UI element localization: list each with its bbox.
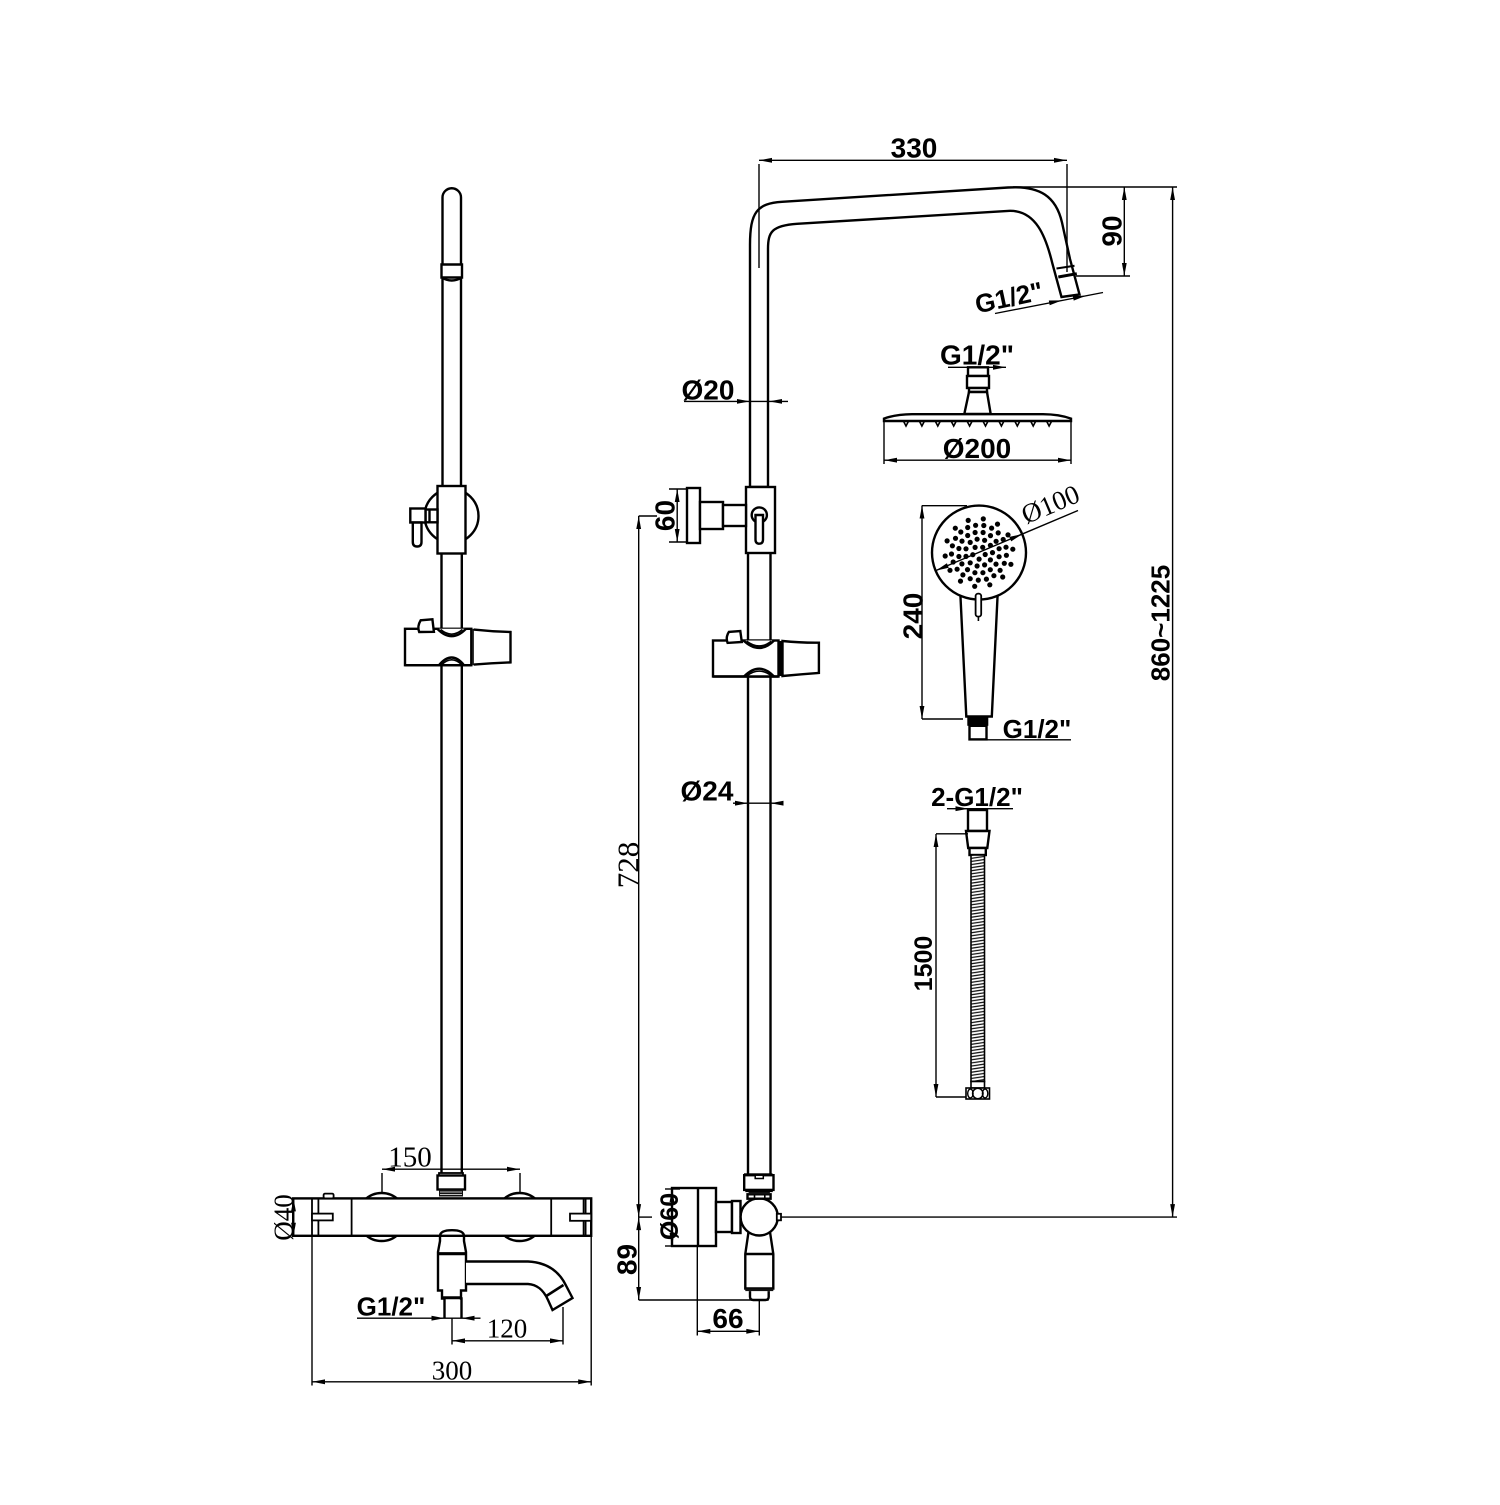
svg-text:90: 90 <box>1097 215 1128 246</box>
svg-text:330: 330 <box>891 133 938 164</box>
svg-text:G1/2": G1/2" <box>357 1292 426 1322</box>
svg-text:240: 240 <box>898 593 929 640</box>
svg-text:G1/2": G1/2" <box>1003 714 1072 744</box>
svg-text:300: 300 <box>432 1356 473 1386</box>
svg-text:89: 89 <box>612 1244 643 1275</box>
svg-text:G1/2": G1/2" <box>940 340 1014 371</box>
svg-text:1500: 1500 <box>910 936 938 992</box>
svg-text:860~1225: 860~1225 <box>1146 565 1176 681</box>
svg-text:Ø20: Ø20 <box>682 375 735 406</box>
svg-text:66: 66 <box>712 1303 743 1334</box>
svg-text:120: 120 <box>487 1314 528 1344</box>
svg-text:Ø200: Ø200 <box>943 433 1012 464</box>
svg-text:Ø24: Ø24 <box>681 776 734 807</box>
svg-text:150: 150 <box>388 1142 432 1174</box>
svg-text:728: 728 <box>611 842 646 889</box>
svg-text:2-G1/2": 2-G1/2" <box>931 782 1023 812</box>
